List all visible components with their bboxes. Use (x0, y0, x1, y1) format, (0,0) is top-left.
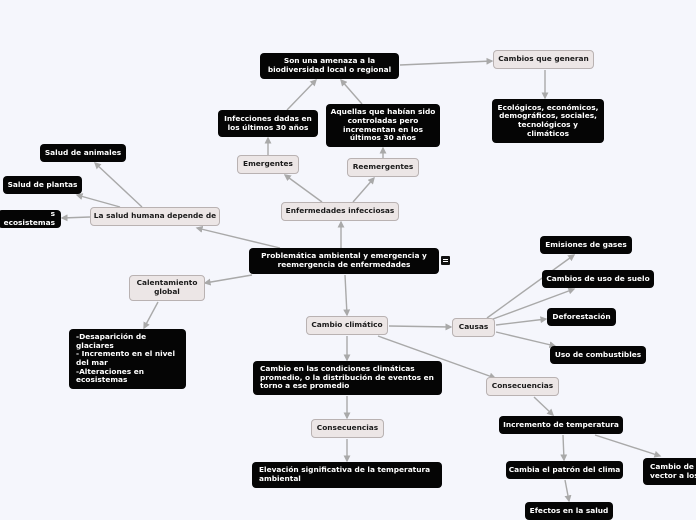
node-elevacion[interactable]: Elevación significativa de la temperatur… (252, 462, 442, 488)
link-infecciones-amenaza (286, 78, 317, 111)
node-calentamiento-efectos[interactable]: -Desaparición de glaciares - Incremento … (69, 329, 186, 389)
link-causas-emisiones (486, 254, 576, 319)
node-consecuencias-1[interactable]: Consecuencias (311, 419, 384, 438)
link-causas-uso-suelo (492, 287, 576, 320)
node-incremento-temperatura[interactable]: Incremento de temperatura (499, 416, 623, 434)
link-patron-efectos (564, 479, 572, 503)
link-enfermedades-emergentes (283, 174, 323, 203)
link-central-calentamiento (203, 274, 253, 286)
node-infecciones-dadas[interactable]: Infecciones dadas en los últimos 30 años (218, 110, 318, 137)
node-salud-plantas[interactable]: Salud de plantas (3, 176, 82, 194)
node-emergentes[interactable]: Emergentes (237, 155, 299, 174)
node-amenaza[interactable]: Son una amenaza a la biodiversidad local… (260, 53, 399, 79)
link-central-salud (195, 225, 281, 249)
notes-icon[interactable] (441, 256, 450, 265)
link-causas-combustibles (495, 331, 557, 349)
link-incremento-patron (560, 434, 568, 462)
link-calentamiento-efectos (143, 301, 159, 330)
node-causas[interactable]: Causas (452, 318, 495, 337)
node-emisiones[interactable]: Emisiones de gases (540, 236, 632, 254)
node-reemergentes[interactable]: Reemergentes (347, 158, 419, 177)
link-consecuencias2-incremento (533, 396, 555, 416)
node-cambios-tipos[interactable]: Ecológicos, económicos, demográficos, so… (492, 99, 604, 143)
link-enfermedades-reemergentes (352, 176, 375, 203)
link-causas-deforestacion (495, 316, 548, 326)
node-ecosistemas[interactable]: s ecosistemas (0, 210, 61, 228)
node-cambios-uso-suelo[interactable]: Cambios de uso de suelo (542, 270, 654, 288)
node-controladas[interactable]: Aquellas que habían sido controladas per… (326, 104, 440, 147)
link-salud-plantas (75, 193, 121, 208)
central-topic[interactable]: Problemática ambiental y emergencia y re… (249, 248, 439, 274)
node-deforestacion[interactable]: Deforestación (547, 308, 616, 326)
node-efectos-salud[interactable]: Efectos en la salud (525, 502, 613, 520)
node-calentamiento-global[interactable]: Calentamiento global (129, 275, 205, 301)
node-enfermedades-infecciosas[interactable]: Enfermedades infecciosas (281, 202, 399, 221)
node-salud-animales[interactable]: Salud de animales (40, 144, 126, 162)
node-salud-humana[interactable]: La salud humana depende de (90, 207, 220, 226)
link-climatico-causas (388, 323, 453, 331)
link-controladas-amenaza (340, 78, 363, 105)
link-climatico-consecuencias2 (377, 335, 497, 380)
link-incremento-vector (594, 434, 662, 458)
link-salud-animales (93, 162, 143, 208)
node-cambios-que-generan[interactable]: Cambios que generan (493, 50, 594, 69)
node-cambio-definicion[interactable]: Cambio en las condiciones climáticas pro… (253, 361, 442, 395)
link-amenaza-cambios (399, 57, 494, 66)
link-salud-ecosistemas (60, 214, 91, 222)
node-cambio-climatico[interactable]: Cambio climático (306, 316, 388, 335)
node-patron-clima[interactable]: Cambia el patrón del clima (506, 461, 623, 479)
link-central-climatico (343, 274, 351, 317)
node-uso-combustibles[interactable]: Uso de combustibles (550, 346, 646, 364)
node-cambio-vector[interactable]: Cambio de vector a los (643, 458, 696, 485)
node-consecuencias-2[interactable]: Consecuencias (486, 377, 559, 396)
